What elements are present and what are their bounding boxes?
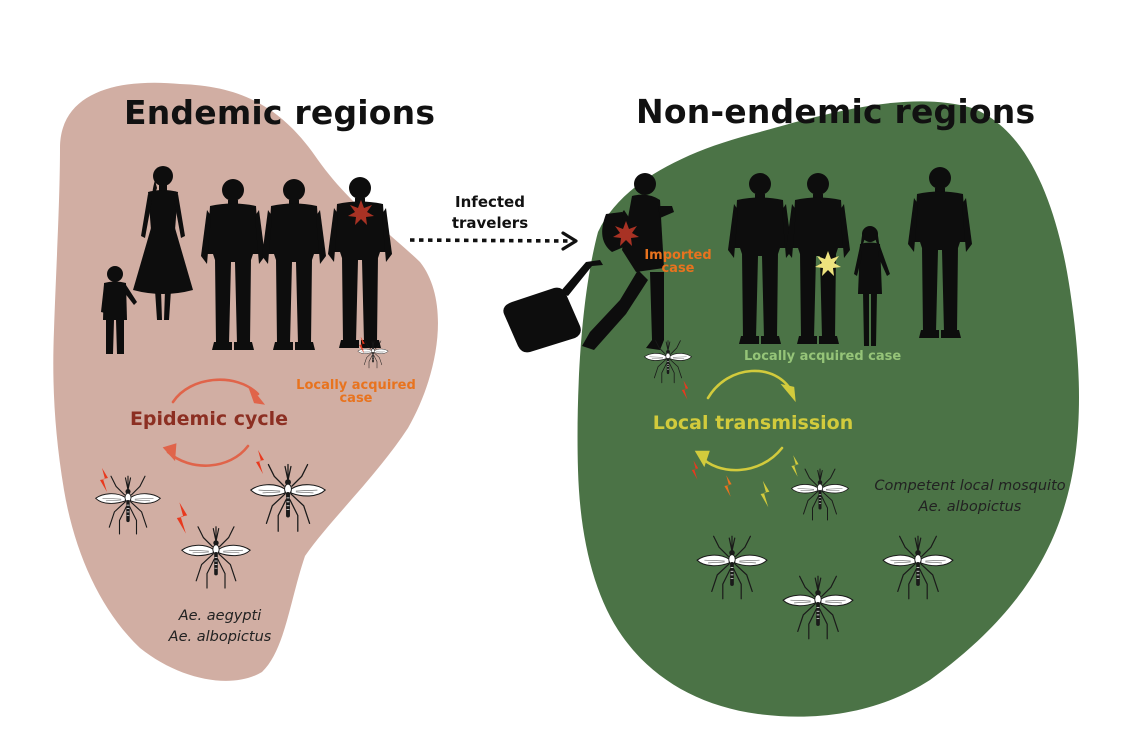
species-line-2: Ae. albopictus	[168, 629, 272, 645]
non-endemic-title: Non-endemic regions	[636, 92, 1036, 131]
suitcase-icon	[503, 287, 581, 353]
competent-mosquito-label: Competent local mosquito Ae. albopictus	[868, 476, 1072, 518]
epidemic-cycle-label: Epidemic cycle	[129, 408, 289, 430]
imported-case-label: Imported case	[640, 249, 716, 275]
mosquito-line-1: Competent local mosquito	[874, 478, 1066, 494]
local-transmission-arrows	[694, 369, 796, 472]
endemic-species-label: Ae. aegypti Ae. albopictus	[150, 606, 290, 648]
epidemic-cycle-arrows	[162, 378, 266, 467]
dotted-arrow-icon	[409, 231, 578, 251]
endemic-case-line-1: Locally acquired	[296, 378, 416, 393]
traveler-silhouette	[503, 173, 674, 353]
mosquito-line-2: Ae. albopictus	[918, 499, 1022, 515]
imported-line-1: Imported	[644, 248, 712, 263]
non-endemic-local-case-label: Locally acquired case	[744, 349, 902, 364]
infected-travelers-label: Infected travelers	[440, 192, 540, 234]
travel-line-1: Infected	[455, 193, 525, 211]
endemic-title: Endemic regions	[124, 93, 436, 132]
travel-line-2: travelers	[451, 214, 529, 232]
person-silhouette-icon	[634, 173, 656, 195]
endemic-local-case-label: Locally acquired case	[296, 379, 416, 405]
endemic-case-line-2: case	[339, 391, 373, 406]
species-line-1: Ae. aegypti	[178, 608, 262, 624]
non-endemic-region-blob	[577, 101, 1080, 717]
local-transmission-label: Local transmission	[652, 412, 854, 434]
imported-line-2: case	[661, 261, 695, 276]
